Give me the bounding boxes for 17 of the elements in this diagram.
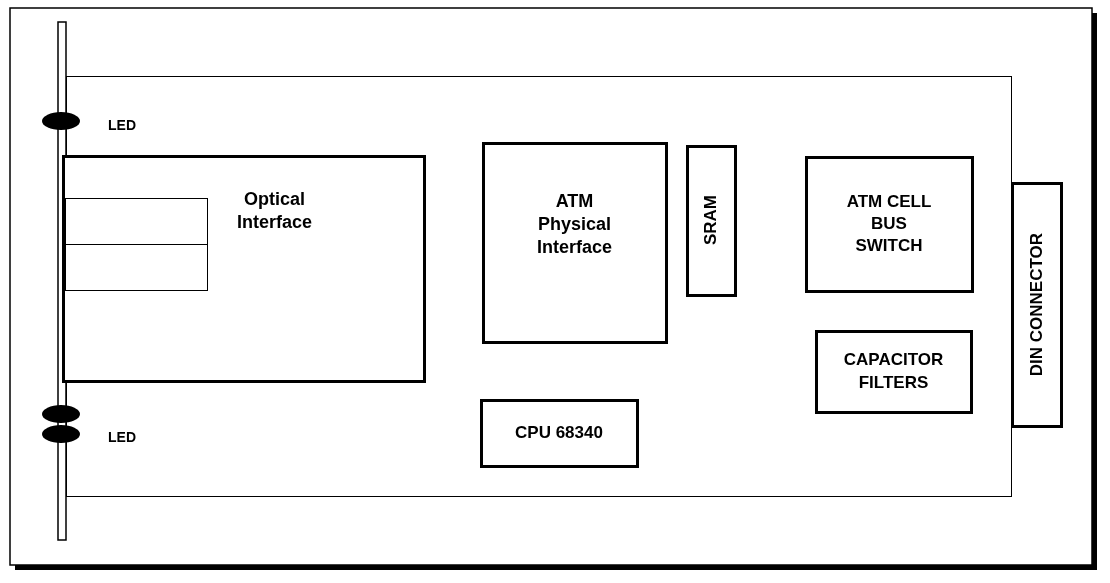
connector-block (1011, 182, 1063, 428)
chip-block (804, 155, 974, 293)
led-label: LED (108, 116, 136, 135)
component-label: Optical Interface (235, 187, 313, 234)
processor-chip (479, 398, 639, 468)
component-label: ATM Physical Interface (535, 189, 613, 260)
component-label: CPU 68340 (515, 421, 603, 444)
optical-port (64, 197, 208, 291)
component-label: DIN CONNECTOR (1025, 233, 1047, 377)
component-label: ATM CELL BUS SWITCH (845, 190, 933, 258)
led-label: LED (108, 428, 136, 447)
chip-block (481, 141, 668, 344)
component-label: SRAM (699, 195, 721, 246)
component-block (814, 329, 973, 414)
memory-chip (685, 144, 737, 297)
optical-module (61, 154, 426, 383)
component-label: CAPACITOR FILTERS (842, 349, 945, 394)
